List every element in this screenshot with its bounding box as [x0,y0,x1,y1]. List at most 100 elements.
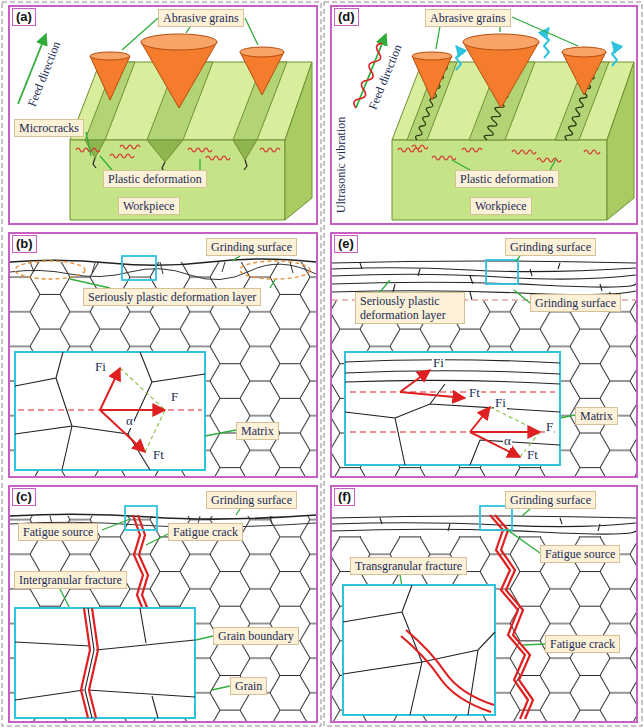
callout-box: Fatigue source [18,523,98,541]
angle-label: α [503,434,512,448]
block-front [70,140,285,220]
panel-letter: (a) [12,8,36,26]
groove-notch [147,140,183,162]
callout-box: Workpiece [470,197,532,215]
angle-label: α [125,414,134,428]
grain-boundary-line [345,360,560,465]
leader-line [205,430,236,436]
callout-text: Matrix [580,409,613,423]
callout-text: Fatigue source [545,547,615,561]
callout-box: Grain boundary [213,627,299,645]
figure-panel: (d) Abrasive grainsPlastic deformationWor… [330,5,638,225]
callout-text: Fatigue crack [173,525,238,539]
force-arrow [400,392,465,398]
cone-top [412,52,452,60]
force-label: Fi [494,396,507,410]
vibration-arrow [612,42,617,66]
panel-letter: (b) [12,235,37,253]
callout-box: Abrasive grains [425,9,511,27]
callout-box: Plastic deformation [103,170,207,188]
groove-notch [233,140,257,160]
callout-box: Intergranular fracture [14,571,127,589]
deformed-grain [10,262,316,280]
deformation-zone [15,261,85,279]
callout-text: Grain boundary [218,629,294,643]
abrasive-cone [141,42,217,108]
zoom-box [125,506,157,530]
force-arrow [100,409,165,411]
callout-box: Grain [230,677,267,695]
inset-box [343,585,495,715]
grain-matrix [10,516,316,721]
callout-box: Fatigue source [540,545,620,563]
callout-box: Seriously plastic deformation layer [83,288,261,306]
callout-text: Seriously plastic deformation layer [88,290,256,304]
grain-boundary-line [15,352,205,470]
callout-box: Plastic deformation [455,170,559,188]
cone-top [562,47,606,57]
callout-text: Grinding surface [211,493,292,507]
callout-text: Grain [235,679,262,693]
callout-text: Plastic deformation [108,172,202,186]
inset-box [15,352,205,470]
grain-boundary-line [15,608,195,718]
force-label: F [545,420,554,434]
callout-text: Matrix [241,424,274,438]
deformed-grain [332,516,636,534]
workpiece-block [392,28,634,220]
reference-line [350,391,555,392]
block-side [607,62,634,220]
callout-text: Intergranular fracture [19,573,122,587]
force-arrow [100,410,145,452]
callout-box: Grinding surface [530,294,621,312]
callout-box: Matrix [236,422,279,440]
zoom-box [486,260,518,284]
leader-line [70,256,275,288]
deformation-zone [240,261,310,279]
zoom-box [122,256,156,280]
callout-box: Fatigue crack [545,635,620,653]
callout-text: Grinding surface [510,493,591,507]
callout-box: Grinding surface [206,238,297,256]
block-side [285,62,312,220]
inset-box [15,608,195,718]
force-arrow [470,432,520,457]
force-label: Fi [94,360,107,374]
cone-top [463,34,539,50]
callout-text: Plastic deformation [460,172,554,186]
callout-box: Abrasive grains [158,9,244,27]
intergranular-crack [81,608,98,718]
callout-box: Seriously plastic deformation layer [355,292,465,324]
grain-matrix [332,536,636,721]
callout-text: Seriously plastic deformation layer [360,294,460,322]
callout-box: Grinding surface [505,491,596,509]
leader-line [436,17,578,170]
force-label: F [170,390,179,404]
force-label: Fi [432,356,445,370]
figure-panel: (a) Abrasive grainsMicrocracksPlastic def… [8,5,318,225]
block-front [392,140,607,220]
force-label: Ft [526,448,539,462]
figure-panel: (b) Grinding surfaceSeriously plastic def… [8,232,318,478]
fatigue-crack [495,515,533,719]
abrasive-cone [240,52,284,95]
abrasive-cone [562,52,606,95]
panel-letter: (d) [334,8,359,26]
transgranular-crack [401,630,494,712]
grain-boundary-line [343,585,495,715]
figure-panel: (e)Grinding surfaceGrinding surfaceSerio… [330,232,638,478]
callout-text: Grinding surface [510,240,591,254]
force-label: Ft [468,386,481,400]
callout-text: Transgranular fracture [355,559,462,573]
callout-text: Microcracks [19,121,79,135]
deformation-wave [398,145,600,162]
panel-letter: (c) [12,488,36,506]
callout-box: Fatigue crack [168,523,243,541]
callout-box: Grinding surface [206,491,297,509]
abrasive-cone [412,56,452,100]
force-arrow [470,407,490,432]
callout-text: Fatigue source [23,525,93,539]
cone-top [141,34,217,50]
grain-matrix [332,301,636,476]
panel-letter: (e) [334,235,358,253]
